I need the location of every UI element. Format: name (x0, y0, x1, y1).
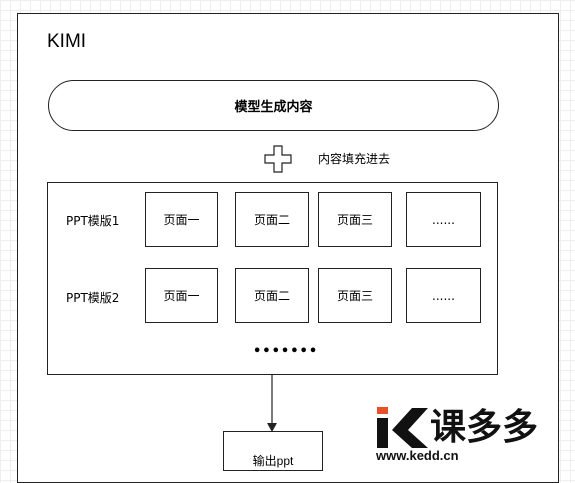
template1-page-1: 页面一 (145, 192, 218, 247)
kedd-url: www.kedd.cn (376, 448, 459, 463)
template-label-1: PPT模版1 (66, 214, 120, 228)
fill-content-label: 内容填充进去 (318, 152, 391, 166)
template2-page-2: 页面二 (235, 268, 309, 323)
template2-page-3: 页面三 (318, 268, 392, 323)
kedd-brand-name: 课多多 (430, 407, 539, 448)
template2-page-1: 页面一 (145, 268, 218, 323)
output-ppt-label: 输出ppt (252, 454, 294, 468)
template1-page-2: 页面二 (235, 192, 309, 247)
model-generation-label: 模型生成内容 (234, 100, 313, 115)
template2-page-more: ...... (406, 268, 481, 323)
output-ppt-box: 输出ppt (223, 431, 323, 471)
kimi-title: KIMI (47, 31, 87, 52)
kedd-logo: 课多多 www.kedd.cn (374, 404, 574, 464)
kedd-k-icon (377, 407, 428, 448)
plus-icon (264, 145, 292, 173)
template-label-2: PPT模版2 (66, 291, 120, 305)
model-generation-box: 模型生成内容 (48, 80, 499, 131)
more-templates-ellipsis: ••••••• (253, 344, 319, 359)
template1-page-3: 页面三 (318, 192, 392, 247)
template1-page-more: ...... (406, 192, 481, 247)
down-arrow-connector (267, 375, 277, 432)
